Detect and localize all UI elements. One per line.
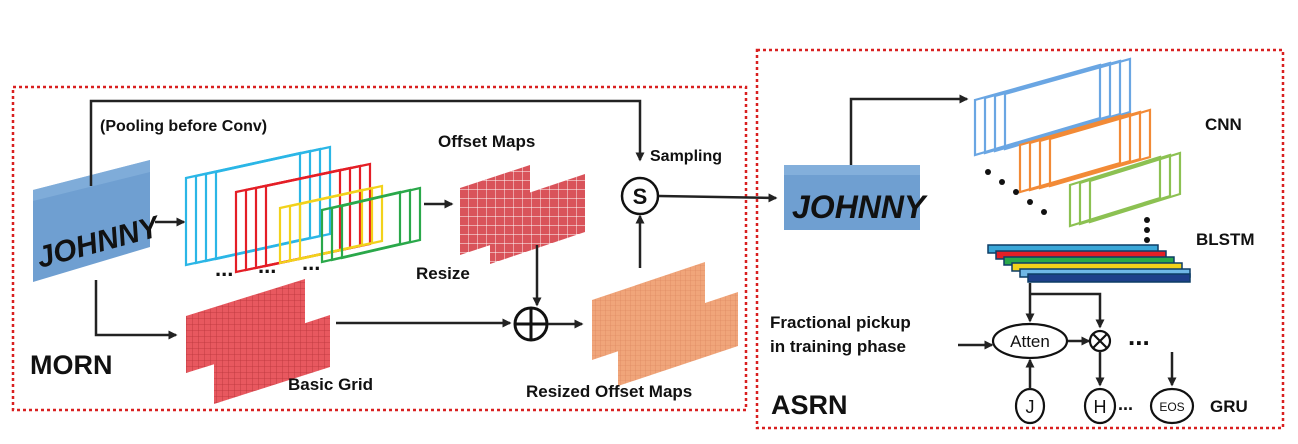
cyan-feature-stack: [184, 145, 332, 267]
multiply-operator: [1088, 329, 1112, 353]
feature-ellipsis-2: ...: [258, 253, 276, 278]
rectified-image: JOHNNY: [784, 165, 928, 230]
decoder-ellipsis: ...: [1128, 321, 1150, 351]
yellow-feature-stack: [278, 184, 384, 265]
sampler-node: [620, 176, 660, 216]
cnn-label: CNN: [1205, 115, 1242, 134]
fractional-pickup-line1: Fractional pickup: [770, 313, 911, 332]
sampler-to-asrn-arrow: [658, 193, 778, 203]
cnn-green-stack: [1068, 151, 1182, 228]
attention-node: [991, 322, 1069, 360]
gru-label: GRU: [1210, 397, 1248, 416]
offset-maps: [460, 165, 585, 264]
add-operator: [513, 306, 549, 342]
h-label: H: [1094, 397, 1107, 417]
image-to-cnn-arrow: [849, 94, 969, 165]
grid-branch-arrow: [94, 280, 178, 340]
h-node: [1083, 387, 1117, 425]
green-feature-stack: [320, 186, 422, 264]
morn-title: MORN: [30, 350, 113, 380]
pooling-note: (Pooling before Conv): [100, 118, 267, 135]
offset-maps-label: Offset Maps: [438, 132, 535, 151]
sampler-symbol: S: [633, 184, 648, 209]
fractional-pickup-line2: in training phase: [770, 337, 906, 356]
feature-ellipsis-3: ...: [302, 250, 320, 275]
j-label: J: [1026, 397, 1035, 417]
blstm-to-multiply-arrow: [1030, 292, 1105, 329]
h-to-eos-ellipsis: ...: [1118, 394, 1133, 414]
cnn-blue-stack: [973, 57, 1132, 157]
feature-ellipsis-1: ...: [215, 256, 233, 281]
blstm-label: BLSTM: [1196, 230, 1255, 249]
eos-node: [1149, 387, 1195, 425]
attention-label: Atten: [1010, 332, 1050, 351]
eos-label: EOS: [1159, 400, 1184, 414]
blstm-layers: [987, 244, 1191, 283]
sampling-label: Sampling: [650, 148, 722, 165]
basic-grid-label: Basic Grid: [288, 375, 373, 394]
basic-grid: [186, 279, 330, 404]
cnn-orange-stack: [1018, 108, 1152, 194]
morn-frame: [11, 85, 748, 412]
resized-offset-maps-label: Resized Offset Maps: [526, 382, 692, 401]
resize-label: Resize: [416, 264, 470, 283]
asrn-frame: [755, 48, 1285, 430]
resized-offset-maps: [592, 262, 738, 386]
input-image: JOHNNY: [33, 160, 165, 282]
asrn-title: ASRN: [771, 390, 848, 420]
cnn-feature-maps: [973, 57, 1182, 228]
rectified-word: JOHNNY: [792, 189, 928, 225]
cnn-dots: [985, 169, 1150, 243]
conv-feature-maps: [184, 145, 422, 274]
skip-connection-arrow: [89, 99, 645, 186]
